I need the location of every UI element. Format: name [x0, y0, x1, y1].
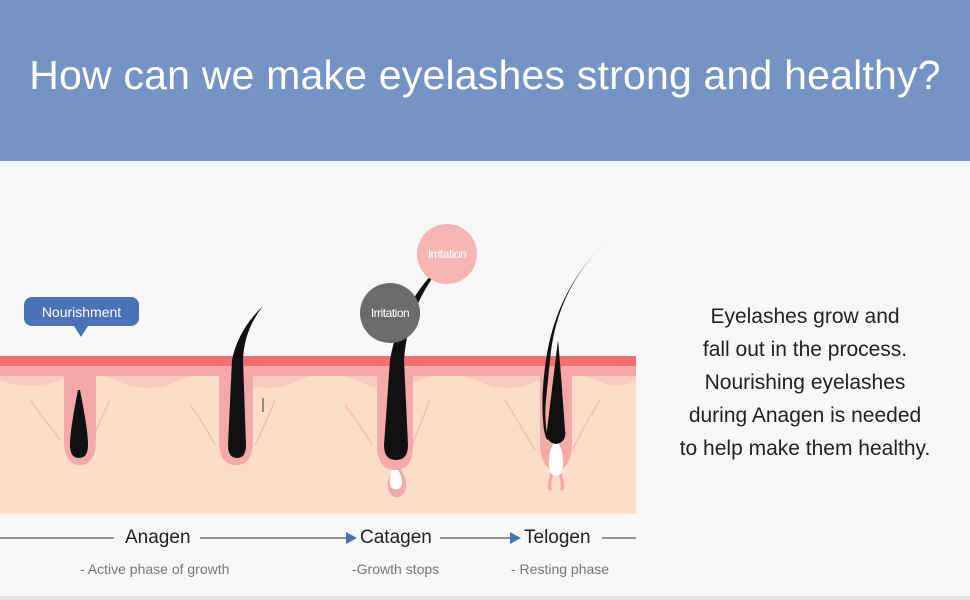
epidermis-top — [0, 356, 636, 366]
phase-sub-catagen: -Growth stops — [352, 561, 440, 577]
timeline-arrow-2 — [510, 532, 521, 544]
header-banner: How can we make eyelashes strong and hea… — [0, 0, 970, 161]
irritation-bubble-dark: Irritation — [360, 283, 420, 343]
skin-wave — [0, 372, 636, 389]
follicle-catagen — [377, 254, 452, 497]
skin-vessels — [29, 399, 601, 451]
description-text: Eyelashes grow and fall out in the proce… — [660, 300, 950, 465]
phase-label-anagen: Anagen — [125, 527, 191, 548]
epidermis-band — [0, 366, 636, 376]
description-line: to help make them healthy. — [679, 437, 931, 460]
follicle-anagen — [64, 376, 96, 465]
bottom-divider — [0, 596, 970, 600]
phase-sub-anagen: - Active phase of growth — [80, 561, 230, 577]
irritation-bubble-light: Irritation — [417, 224, 477, 284]
phase-label-telogen: Telogen — [524, 527, 591, 548]
phase-label-catagen: Catagen — [360, 527, 432, 548]
nourishment-callout-pointer — [74, 326, 88, 337]
page-title: How can we make eyelashes strong and hea… — [29, 52, 941, 98]
skin-layer — [0, 372, 636, 514]
description-line: fall out in the process. — [702, 338, 908, 361]
timeline-arrow-1 — [346, 532, 357, 544]
description-line: during Anagen is needed — [688, 404, 922, 427]
follicle-anagen-growing — [219, 306, 264, 465]
description-line: Nourishing eyelashes — [704, 371, 906, 394]
phase-sub-telogen: - Resting phase — [511, 561, 610, 577]
nourishment-callout: Nourishment — [24, 297, 139, 326]
description-line: Eyelashes grow and — [710, 305, 900, 328]
follicle-telogen — [540, 242, 606, 491]
